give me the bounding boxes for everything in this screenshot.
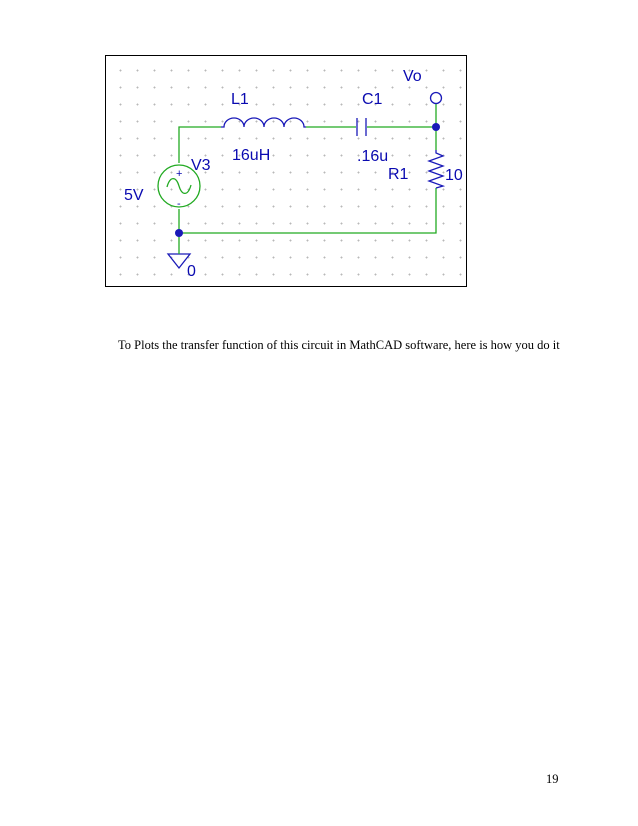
voltage-source-v3 bbox=[157, 164, 201, 208]
wire-resistor-to-bottom bbox=[179, 188, 437, 234]
junction-node-ground bbox=[175, 229, 183, 237]
inductor-l1 bbox=[221, 117, 306, 128]
resistor-r1 bbox=[427, 150, 446, 189]
sine-wave-icon bbox=[166, 177, 192, 195]
page-number: 19 bbox=[546, 772, 559, 786]
wire-top-left bbox=[178, 126, 221, 163]
circuit-diagram: Vo L1 C1 16uH .16u R1 10 V3 5V 0 + - bbox=[124, 68, 463, 280]
circuit-schematic: Vo L1 C1 16uH .16u R1 10 V3 5V 0 + - bbox=[105, 55, 467, 287]
source-minus-sign: - bbox=[177, 198, 181, 210]
output-terminal bbox=[429, 91, 443, 105]
source-name-label: V3 bbox=[191, 157, 211, 174]
output-node-label: Vo bbox=[403, 68, 422, 85]
junction-node-output bbox=[432, 123, 440, 131]
source-plus-sign: + bbox=[176, 168, 182, 180]
capacitor-value-label: .16u bbox=[357, 148, 388, 165]
body-paragraph: To Plots the transfer function of this c… bbox=[118, 338, 560, 352]
capacitor-name-label: C1 bbox=[362, 91, 383, 108]
ground-label: 0 bbox=[187, 263, 196, 280]
resistor-value-label: 10 bbox=[445, 167, 463, 184]
inductor-name-label: L1 bbox=[231, 91, 249, 108]
inductor-value-label: 16uH bbox=[232, 147, 270, 164]
resistor-name-label: R1 bbox=[388, 166, 409, 183]
source-value-label: 5V bbox=[124, 187, 144, 204]
